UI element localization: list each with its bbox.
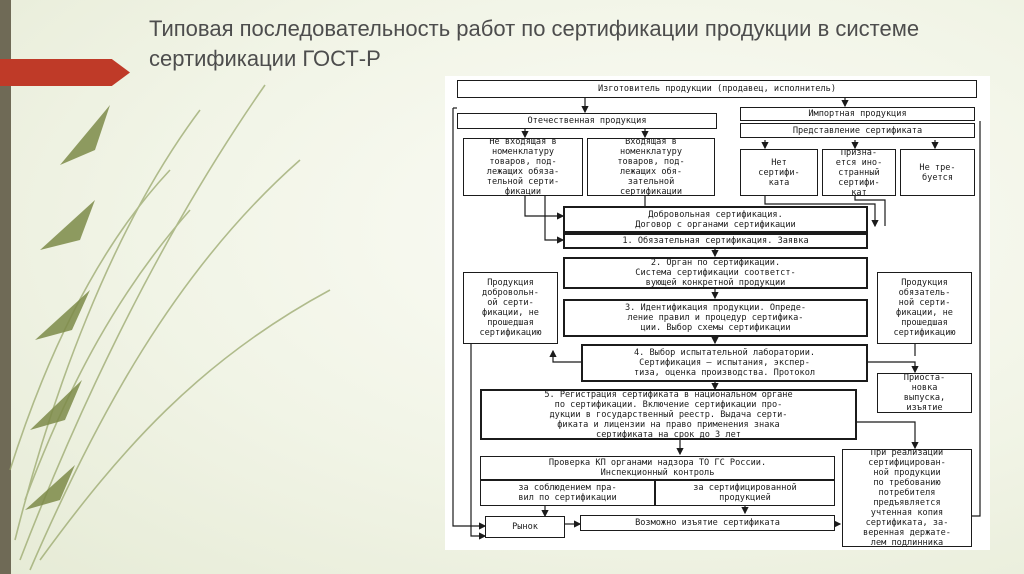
sale-certificate-copy-box: При реализации сертифицирован- ной проду…: [842, 449, 972, 547]
certified-products-box: за сертифицированной продукцией: [655, 480, 835, 506]
not-in-mandatory-list-box: Не входящая в номенклатуру товаров, под-…: [463, 138, 583, 196]
step-5-registration-box: 5. Регистрация сертификата в национально…: [480, 389, 857, 440]
step-1-application-box: 1. Обязательная сертификация. Заявка: [563, 233, 868, 249]
step-3-identification-box: 3. Идентификация продукции. Опреде- лени…: [563, 299, 868, 337]
certificate-withdrawal-box: Возможно изъятие сертификата: [580, 515, 835, 531]
not-required-box: Не тре- буется: [900, 149, 975, 196]
certification-flow-diagram: Изготовитель продукции (продавец, исполн…: [445, 76, 990, 550]
certificate-submission-box: Представление сертификата: [740, 123, 975, 138]
slide-title: Типовая последовательность работ по серт…: [149, 16, 920, 71]
in-mandatory-list-box: Входящая в номенклатуру товаров, под- ле…: [587, 138, 715, 196]
rules-compliance-box: за соблюдением пра- вил по сертификации: [480, 480, 655, 506]
title-accent-tab: [0, 59, 130, 86]
no-certificate-box: Нет сертифи- ката: [740, 149, 818, 196]
foreign-certificate-recognized-box: Призна- ется ино- странный сертифи- кат: [822, 149, 896, 196]
suspension-withdrawal-box: Приоста- новка выпуска, изъятие: [877, 373, 972, 413]
voluntary-certification-box: Добровольная сертификация. Договор с орг…: [563, 206, 868, 233]
step-2-certification-body-box: 2. Орган по сертификации. Система сертиф…: [563, 257, 868, 289]
mandatory-failed-box: Продукция обязатель- ной серти- фикации,…: [877, 272, 972, 344]
step-4-laboratory-box: 4. Выбор испытательной лаборатории. Серт…: [581, 344, 868, 382]
decorative-leaves: [9, 84, 331, 571]
left-accent-bar: [0, 0, 11, 574]
inspection-control-box: Проверка КП органами надзора ТО ГС Росси…: [480, 456, 835, 480]
imported-products-box: Импортная продукция: [740, 107, 975, 121]
market-box: Рынок: [485, 516, 565, 538]
domestic-products-box: Отечественная продукция: [457, 113, 717, 129]
manufacturer-box: Изготовитель продукции (продавец, исполн…: [457, 80, 977, 98]
voluntary-failed-box: Продукция добровольн- ой серти- фикации,…: [463, 272, 558, 344]
